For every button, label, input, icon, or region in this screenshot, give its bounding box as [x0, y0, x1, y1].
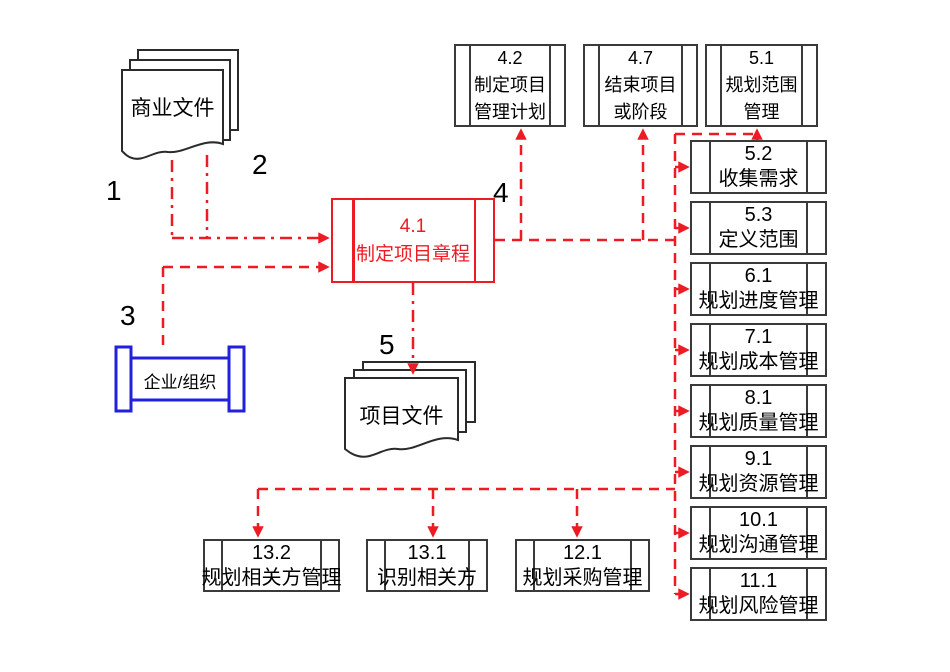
flow-number-5: 5 [379, 329, 395, 360]
box-inner-wall [221, 541, 223, 590]
box-inner-wall [598, 46, 600, 125]
box-inner-wall [630, 541, 632, 590]
process-id: 8.1 [744, 387, 773, 409]
process-box-12-1: 12.1 规划采购管理 [515, 539, 650, 592]
box-inner-wall [709, 203, 711, 253]
box-inner-wall [806, 386, 808, 436]
box-inner-wall [806, 325, 808, 375]
process-id: 13.1 [407, 541, 447, 564]
box-inner-wall [533, 541, 535, 590]
box-inner-wall [806, 569, 808, 619]
process-id: 7.1 [744, 326, 773, 348]
process-box-5-3: 5.3 定义范围 [690, 201, 827, 255]
process-name: 规划成本管理 [698, 351, 819, 373]
process-id: 12.1 [563, 541, 602, 564]
process-name: 规划采购管理 [522, 566, 643, 589]
process-name: 规划进度管理 [698, 290, 819, 312]
box-inner-wall [709, 508, 711, 558]
process-box-7-1: 7.1 规划成本管理 [690, 323, 827, 377]
project-documents-shape [344, 361, 476, 458]
box-inner-wall [806, 203, 808, 253]
process-box-6-1: 6.1 规划进度管理 [690, 262, 827, 316]
enterprise-organization-shape [114, 345, 246, 413]
process-box-5-1: 5.1 规划范围 管理 [705, 44, 818, 127]
process-id: 5.1 [748, 48, 775, 68]
process-id: 13.2 [252, 541, 291, 564]
process-name: 定义范围 [718, 229, 799, 251]
process-name: 收集需求 [718, 168, 799, 190]
process-id: 4.1 [399, 215, 427, 237]
process-box-4-7: 4.7 结束项目 或阶段 [583, 44, 698, 127]
flow-number-3: 3 [120, 300, 136, 331]
process-box-9-1: 9.1 规划资源管理 [690, 445, 827, 499]
box-inner-wall [384, 541, 386, 590]
process-name: 管理 [743, 102, 780, 122]
box-inner-wall [709, 386, 711, 436]
box-inner-wall [709, 569, 711, 619]
flow-number-1: 1 [106, 175, 122, 206]
process-name: 规划沟通管理 [698, 534, 819, 556]
box-inner-wall [720, 46, 722, 125]
enterprise-organization-label: 企业/组织 [143, 373, 217, 392]
box-inner-wall [806, 447, 808, 497]
process-name: 制定项目 [474, 75, 546, 95]
process-id: 10.1 [739, 509, 778, 531]
process-name: 识别相关方 [377, 566, 477, 589]
box-inner-wall [468, 541, 470, 590]
process-box-11-1: 11.1 规划风险管理 [690, 567, 827, 621]
process-id: 6.1 [744, 265, 773, 287]
process-box-13-1: 13.1 识别相关方 [366, 539, 488, 592]
process-name: 规划资源管理 [698, 473, 819, 495]
box-inner-wall [681, 46, 683, 125]
business-documents-label: 商业文件 [130, 97, 215, 120]
process-box-13-2: 13.2 规划相关方管理 [201, 539, 342, 592]
process-box-10-1: 10.1 规划沟通管理 [690, 506, 827, 560]
box-inner-wall [320, 541, 322, 590]
process-id: 4.7 [627, 48, 654, 68]
box-inner-wall [709, 447, 711, 497]
process-name: 规划范围 [725, 75, 798, 95]
process-name: 管理计划 [474, 102, 546, 122]
box-inner-wall [801, 46, 803, 125]
process-box-5-2: 5.2 收集需求 [690, 140, 827, 194]
box-inner-wall [709, 325, 711, 375]
process-id: 9.1 [744, 448, 773, 470]
box-inner-wall [549, 46, 551, 125]
box-inner-wall [352, 200, 355, 281]
process-id: 4.2 [497, 48, 523, 68]
process-name: 规划风险管理 [698, 595, 819, 617]
flow-number-4: 4 [493, 177, 509, 208]
box-inner-wall [806, 142, 808, 192]
business-documents-shape [121, 49, 239, 160]
process-box-4-1: 4.1 制定项目章程 [331, 198, 495, 283]
project-documents-label: 项目文件 [359, 405, 444, 428]
process-id: 5.2 [744, 143, 773, 165]
process-name: 结束项目 [604, 75, 677, 95]
box-inner-wall [709, 142, 711, 192]
process-name: 规划质量管理 [698, 412, 819, 434]
process-box-8-1: 8.1 规划质量管理 [690, 384, 827, 438]
box-inner-wall [469, 46, 471, 125]
box-inner-wall [709, 264, 711, 314]
process-id: 11.1 [739, 570, 778, 592]
box-inner-wall [473, 200, 476, 281]
process-box-4-2: 4.2 制定项目 管理计划 [454, 44, 566, 127]
box-inner-wall [806, 508, 808, 558]
flow-number-2: 2 [252, 149, 268, 180]
box-inner-wall [806, 264, 808, 314]
process-name: 规划相关方管理 [201, 566, 342, 589]
process-id: 5.3 [744, 204, 773, 226]
process-name: 制定项目章程 [355, 243, 470, 265]
process-name: 或阶段 [613, 102, 668, 122]
